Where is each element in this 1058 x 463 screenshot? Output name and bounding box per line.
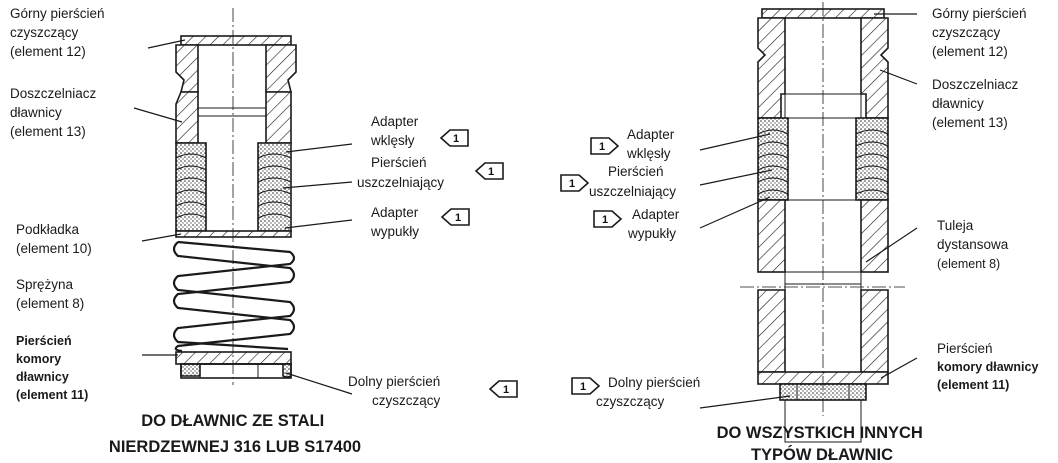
right-assembly	[740, 2, 905, 443]
note-marker-male-adapter-right: 1	[593, 210, 623, 228]
right-body-right	[860, 17, 889, 119]
right-body-left	[757, 17, 786, 119]
caption-right: DO WSZYSTKICH INNYCH TYPÓW DŁAWNIC	[717, 424, 928, 463]
left-assembly	[172, 8, 297, 385]
note-marker-female-adapter-right: 1	[590, 137, 620, 155]
note-marker-female-adapter-left: 1	[439, 129, 469, 147]
left-note-markers: 1 1 1 1	[439, 129, 518, 398]
note-marker-seal-ring-left: 1	[474, 162, 504, 180]
left-washer	[175, 230, 292, 238]
left-box-ring	[175, 351, 292, 365]
label-top-wiper-left: Górny pierścień czyszczący (element 12)	[10, 6, 108, 59]
right-leaders	[699, 13, 918, 409]
right-labels: Górny pierścień czyszczący (element 12) …	[589, 6, 1042, 409]
label-male-adapter-left: Adapter wypukły	[370, 205, 422, 239]
note-marker-male-adapter-left: 1	[440, 208, 470, 226]
left-bore	[197, 44, 267, 232]
label-spacer: Tuleja dystansowa	[937, 218, 1009, 252]
label-seal-ring-right: Pierścień uszczelniający	[589, 164, 676, 199]
right-lower-left	[757, 289, 786, 373]
label-packing-seal-right: Doszczelniacz dławnicy (element 13)	[932, 77, 1022, 130]
right-spacer-right	[860, 199, 889, 273]
label-box-ring-left: Pierścień komory dławnicy (element 11)	[16, 334, 88, 402]
left-bottom-wiper	[180, 363, 292, 378]
right-lower-right	[860, 289, 889, 373]
svg-text:1: 1	[599, 141, 605, 153]
svg-text:1: 1	[453, 133, 459, 145]
label-box-ring-right-title: Pierścień	[937, 341, 993, 356]
label-top-wiper-right: Górny pierścień czyszczący (element 12)	[932, 6, 1030, 59]
label-seal-ring-left: Pierścień uszczelniający	[357, 155, 444, 190]
label-male-adapter-right: Adapter wypukły	[627, 207, 683, 241]
svg-text:1: 1	[580, 381, 586, 393]
label-spring: Sprężyna (element 8)	[16, 277, 84, 311]
left-upper-collar-r	[265, 44, 297, 93]
label-bottom-wiper-right: Dolny pierścień czyszczący	[596, 375, 704, 409]
left-top-wiper	[180, 35, 292, 46]
label-spacer-element: (element 8)	[937, 257, 1000, 271]
label-packing-seal-left: Doszczelniacz dławnicy (element 13)	[10, 86, 100, 139]
note-marker-seal-ring-right: 1	[560, 174, 590, 192]
note-marker-bottom-wiper-left: 1	[488, 380, 518, 398]
right-spacer-left	[757, 199, 786, 273]
svg-text:1: 1	[488, 166, 494, 178]
left-seal-body-r	[265, 91, 292, 144]
left-seal-body-l	[175, 91, 199, 144]
left-labels: Górny pierścień czyszczący (element 12) …	[10, 6, 444, 408]
label-box-ring-right: komory dławnicy (element 11)	[937, 360, 1042, 392]
left-spring	[172, 240, 296, 353]
svg-text:1: 1	[569, 178, 575, 190]
label-washer: Podkładka (element 10)	[16, 222, 92, 256]
left-leaders	[133, 39, 353, 395]
label-female-adapter-left: Adapter wklęsły	[370, 114, 422, 148]
left-upper-collar	[175, 44, 199, 93]
right-note-markers: 1 1 1 1	[560, 137, 623, 395]
svg-text:1: 1	[455, 212, 461, 224]
label-bottom-wiper-left: Dolny pierścień czyszczący	[348, 374, 444, 408]
caption-left: DO DŁAWNIC ZE STALI NIERDZEWNEJ 316 LUB …	[109, 412, 361, 456]
left-packing-left	[175, 142, 207, 232]
svg-text:1: 1	[503, 384, 509, 396]
note-marker-bottom-wiper-right: 1	[571, 377, 601, 395]
svg-text:1: 1	[602, 214, 608, 226]
label-female-adapter-right: Adapter wklęsły	[626, 127, 678, 161]
